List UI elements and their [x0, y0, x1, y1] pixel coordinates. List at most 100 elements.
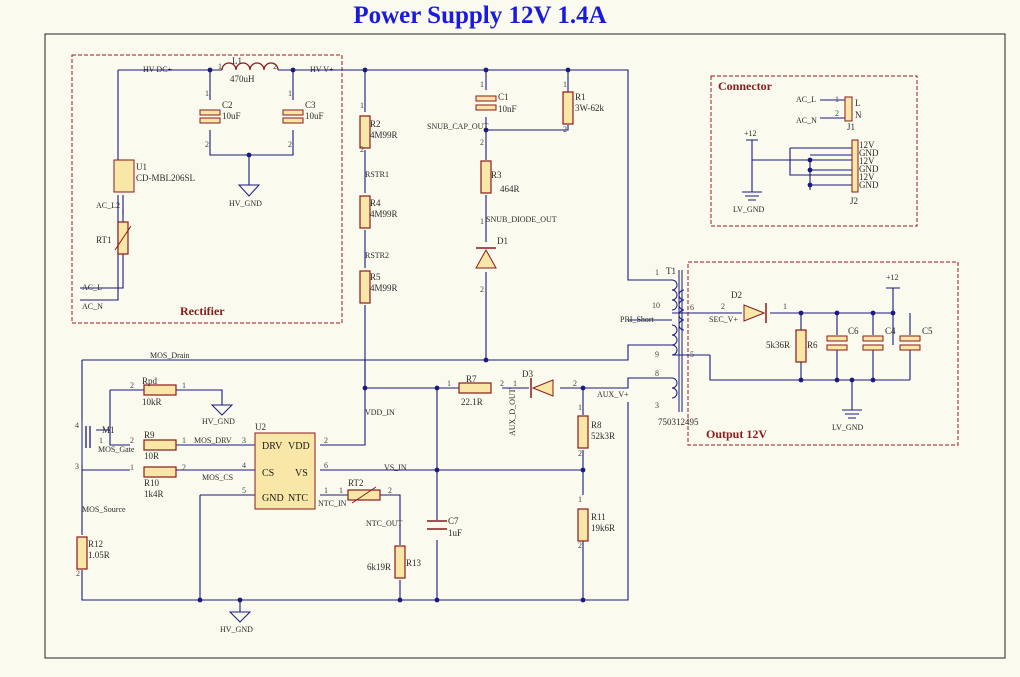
- capacitor-C4: C4: [862, 326, 896, 351]
- svg-text:1: 1: [480, 80, 484, 89]
- R3-ref: R3: [491, 170, 502, 180]
- resistor-R7: R7 22.1R: [458, 374, 492, 407]
- svg-text:9: 9: [655, 350, 659, 359]
- R8-ref: R8: [591, 420, 602, 430]
- connector-label: Connector: [718, 79, 773, 93]
- controller-U2: U2 DRV VDD CS VS GND NTC: [254, 422, 316, 510]
- svg-text:4: 4: [242, 461, 246, 470]
- page-title: Power Supply 12V 1.4A: [353, 2, 607, 29]
- resistor-R9: R9 10R: [143, 430, 177, 461]
- RT1-ref: RT1: [96, 235, 111, 245]
- net-ntc-out: NTC_OUT: [366, 519, 403, 528]
- svg-text:1: 1: [578, 495, 582, 504]
- net-lv-gnd-out: LV_GND: [832, 423, 863, 432]
- R2-value: 4M99R: [370, 130, 398, 140]
- C2-ref: C2: [222, 100, 233, 110]
- R13-value: 6k19R: [367, 562, 391, 572]
- net-ac-l-conn: AC_L: [796, 95, 816, 104]
- resistor-R3: R3 464R: [480, 160, 520, 194]
- svg-text:2: 2: [205, 140, 209, 149]
- C5-ref: C5: [922, 326, 933, 336]
- capacitor-C6: C6: [826, 326, 859, 351]
- R1-ref: R1: [575, 92, 586, 102]
- svg-text:1: 1: [205, 89, 209, 98]
- diode-D1: D1: [475, 236, 508, 269]
- J1-ref: J1: [847, 122, 855, 132]
- net-vdd-in: VDD_IN: [365, 408, 395, 417]
- R6-value: 5k36R: [766, 340, 790, 350]
- svg-text:6: 6: [690, 303, 694, 312]
- net-mos-cs: MOS_CS: [202, 473, 233, 482]
- svg-text:1: 1: [578, 403, 582, 412]
- R5-value: 4M99R: [370, 283, 398, 293]
- thermistor-RT1: RT1: [96, 221, 132, 255]
- R9-ref: R9: [144, 430, 155, 440]
- J2-pin-5: 12V: [859, 172, 875, 182]
- capacitor-C3: C3 10uF: [282, 100, 324, 124]
- U2-pin-DRV: DRV: [262, 441, 283, 452]
- resistor-R4: R4 4M99R: [359, 195, 398, 229]
- U1-value: CD-MBL206SL: [136, 173, 195, 183]
- net-vs-in: VS_IN: [384, 463, 407, 472]
- net-mos-source: MOS_Source: [82, 505, 126, 514]
- net-hv-v: HV V+: [310, 65, 334, 74]
- R10-value: 1k4R: [144, 489, 164, 499]
- svg-text:6: 6: [324, 461, 328, 470]
- T1-value: 750312495: [658, 417, 699, 427]
- net-mos-gate: MOS_Gate: [98, 445, 135, 454]
- svg-text:2: 2: [573, 379, 577, 388]
- resistor-R13: R13 6k19R: [367, 545, 422, 579]
- U2-pin-GND: GND: [262, 493, 284, 504]
- capacitor-C7: C7 1uF: [427, 516, 462, 538]
- svg-text:5: 5: [242, 486, 246, 495]
- net-sec-v: SEC_V+: [709, 315, 738, 324]
- D1-ref: D1: [497, 236, 508, 246]
- svg-text:3: 3: [655, 401, 659, 410]
- svg-text:2: 2: [324, 436, 328, 445]
- R9-value: 10R: [144, 451, 159, 461]
- R13-ref: R13: [406, 558, 422, 568]
- net-rstr2: RSTR2: [365, 251, 389, 260]
- C2-value: 10uF: [222, 111, 241, 121]
- ground-symbols: [210, 139, 900, 623]
- net-rstr1: RSTR1: [365, 170, 389, 179]
- connector-group-box: [710, 75, 918, 227]
- R12-value: 1.05R: [88, 550, 110, 560]
- R10-ref: R10: [144, 478, 160, 488]
- svg-text:1: 1: [655, 268, 659, 277]
- svg-text:2: 2: [130, 436, 134, 445]
- net-mos-drv: MOS_DRV: [194, 436, 232, 445]
- resistor-R8: R8 52k3R: [577, 415, 615, 449]
- net-ac-n: AC_N: [82, 302, 103, 311]
- R7-value: 22.1R: [461, 397, 483, 407]
- Rpd-ref: Rpd: [142, 376, 158, 386]
- net-plus12-conn: +12: [744, 129, 757, 138]
- resistor-R5: R5 4M99R: [359, 270, 398, 304]
- net-ac-l2: AC_L2: [96, 201, 120, 210]
- J2-pin-1: 12V: [859, 140, 875, 150]
- svg-text:2: 2: [388, 486, 392, 495]
- U2-pin-CS: CS: [262, 468, 274, 479]
- J2-ref: J2: [850, 196, 858, 206]
- resistor-R10: R10 1k4R: [143, 466, 177, 499]
- inductor-L1: L1 470uH: [221, 56, 279, 84]
- C6-ref: C6: [848, 326, 859, 336]
- svg-text:2: 2: [835, 109, 839, 118]
- C1-ref: C1: [498, 92, 509, 102]
- svg-text:1: 1: [324, 486, 328, 495]
- resistor-R11: R11 19k6R: [577, 508, 615, 542]
- R6-ref: R6: [807, 340, 818, 350]
- C3-ref: C3: [305, 100, 316, 110]
- svg-text:2: 2: [273, 62, 277, 71]
- J1-pin-N: N: [855, 110, 862, 120]
- net-pri-short: PRI_Short: [620, 315, 655, 324]
- R1-value: 3W-62k: [575, 103, 604, 113]
- svg-text:1: 1: [182, 436, 186, 445]
- R2-ref: R2: [370, 119, 381, 129]
- svg-text:1: 1: [835, 95, 839, 104]
- sheet-border: [44, 33, 1006, 659]
- D3-ref: D3: [522, 369, 533, 379]
- svg-text:5: 5: [690, 350, 694, 359]
